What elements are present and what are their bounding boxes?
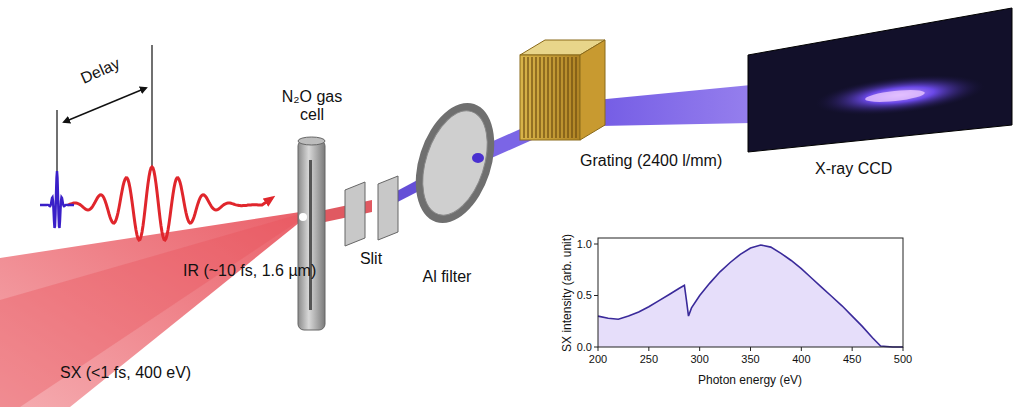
grating-label: Grating (2400 l/mm)	[580, 152, 722, 170]
gas-cell-label: N₂O gas cell	[273, 88, 351, 125]
ccd-label: X-ray CCD	[815, 160, 892, 178]
x-tick-label: 200	[589, 353, 607, 366]
x-tick-label: 250	[640, 353, 658, 366]
x-tick-label: 450	[843, 353, 861, 366]
filter-label: Al filter	[423, 268, 472, 286]
sx-pulse-label: SX (<1 fs, 400 eV)	[60, 364, 191, 382]
x-tick-label: 400	[792, 353, 810, 366]
y-tick-label: 1.0	[577, 238, 592, 251]
delay-label: Delay	[78, 54, 123, 87]
y-tick-label: 0.0	[577, 341, 592, 354]
x-axis-title: Photon energy (eV)	[698, 374, 802, 388]
slit-label: Slit	[360, 250, 382, 268]
x-tick-label: 500	[894, 353, 912, 366]
y-tick-label: 0.5	[577, 289, 592, 302]
x-tick-label: 300	[691, 353, 709, 366]
x-tick-label: 350	[741, 353, 759, 366]
y-axis-title: SX intensity (arb. unit)	[561, 234, 575, 352]
ir-pulse-label: IR (~10 fs, 1.6 µm)	[183, 262, 316, 280]
